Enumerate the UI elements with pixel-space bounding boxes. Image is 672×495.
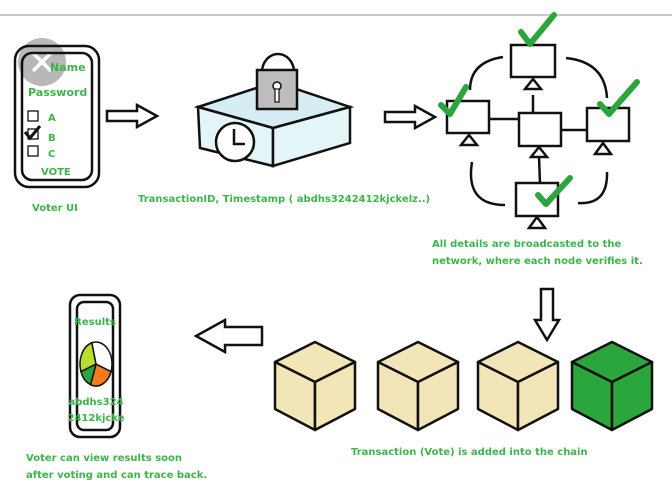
results-caption-line-1: Voter can view results soon <box>26 453 182 464</box>
option-c-label: C <box>48 149 55 160</box>
network-caption-line-1: All details are broadcasted to the <box>432 239 622 250</box>
checkmark-icon <box>23 125 42 141</box>
results-hash-line-1: abdhs324 <box>68 397 123 408</box>
checkbox-c[interactable] <box>27 145 39 157</box>
transaction-caption: TransactionID, Timestamp ( abdhs3242412k… <box>138 194 430 205</box>
option-a-label: A <box>48 113 56 124</box>
check-icon <box>438 84 469 117</box>
password-label: Password <box>28 86 87 99</box>
block-face <box>313 360 357 432</box>
block <box>376 340 460 432</box>
vote-button[interactable]: VOTE <box>41 167 71 178</box>
block <box>273 340 357 432</box>
node-bottom <box>514 181 560 230</box>
pie-slice <box>79 341 97 373</box>
pie-slice <box>91 341 113 373</box>
checkbox-a[interactable] <box>27 110 39 122</box>
chain-caption: Transaction (Vote) is added into the cha… <box>351 447 588 458</box>
results-pie-chart <box>79 341 113 387</box>
results-title: Results <box>74 317 116 328</box>
voter-ui-caption: Voter UI <box>32 203 78 214</box>
block-face <box>516 360 560 432</box>
option-b-label: B <box>48 133 56 144</box>
results-hash-line-2: 2412kjcke <box>67 413 124 424</box>
close-button[interactable] <box>18 38 66 86</box>
check-icon <box>535 175 573 207</box>
arrow-right-icon <box>383 103 438 131</box>
block-face <box>416 360 460 432</box>
transaction-box <box>193 52 355 168</box>
close-icon <box>31 51 53 73</box>
arrow-right-icon <box>105 102 160 130</box>
block-face <box>610 360 654 432</box>
node-center <box>517 111 563 159</box>
results-phone: Results abdhs324 2412kjcke <box>67 293 125 439</box>
check-icon <box>597 79 640 117</box>
arrow-left-icon <box>193 317 264 355</box>
name-label: Name <box>50 61 86 74</box>
new-block <box>570 340 654 432</box>
network-caption-line-2: network, where each node verifies it. <box>432 256 643 267</box>
check-icon <box>518 12 557 47</box>
node-top <box>509 43 557 91</box>
arrow-down-icon <box>532 287 562 343</box>
padlock-icon <box>255 52 299 111</box>
peer-network <box>438 12 640 230</box>
blockchain <box>273 340 654 432</box>
block <box>476 340 560 432</box>
voter-ui-phone: Name Password A B C VOTE <box>13 44 101 189</box>
results-caption-line-2: after voting and can trace back. <box>26 470 207 481</box>
